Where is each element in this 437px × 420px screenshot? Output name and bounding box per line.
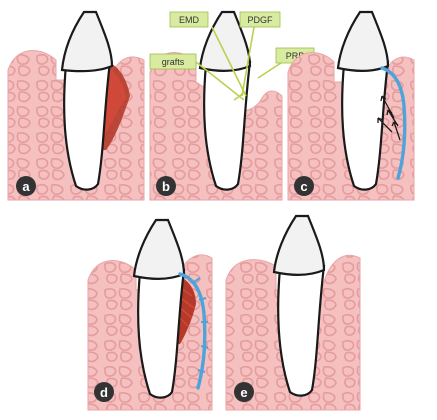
- panel-d-membrane: [178, 272, 207, 390]
- callout-emd: EMD: [169, 11, 209, 28]
- panel-c-cell-arrows: [377, 95, 401, 141]
- callout-grafts: grafts: [149, 53, 197, 70]
- callout-pdgf: PDGF: [239, 11, 281, 28]
- badge-a-label: a: [22, 179, 30, 194]
- panel-c-tooth-root: [341, 60, 390, 191]
- svg-text:PDGF: PDGF: [247, 15, 273, 25]
- panel-b-tooth-root: [203, 60, 252, 191]
- panel-d: d: [87, 218, 213, 411]
- badge-e: [234, 382, 254, 402]
- badge-c: [294, 176, 314, 196]
- panel-c: c: [287, 10, 415, 201]
- panel-e-tooth-crown: [272, 214, 326, 276]
- panel-b-tooth-crown: [198, 10, 252, 72]
- badge-a: [16, 176, 36, 196]
- badge-d-label: d: [100, 385, 108, 400]
- panel-d-membrane-sutures: [193, 277, 209, 373]
- panel-a-defect-highlight: [104, 66, 126, 136]
- badge-e-label: e: [240, 385, 247, 400]
- panel-e: e: [225, 214, 361, 411]
- panel-c-membrane: [380, 66, 407, 180]
- panel-d-tooth-crown: [132, 218, 186, 280]
- panel-d-clot-texture: [177, 285, 195, 327]
- panel-a: a: [7, 8, 145, 201]
- badge-c-label: c: [300, 179, 307, 194]
- panel-a-tooth-crown: [60, 10, 114, 73]
- svg-text:PRP: PRP: [286, 51, 305, 61]
- panel-d-tooth-root: [137, 268, 186, 399]
- panel-e-tooth-root: [277, 264, 326, 397]
- badge-b-label: b: [162, 179, 170, 194]
- svg-text:EMD: EMD: [179, 15, 200, 25]
- svg-text:grafts: grafts: [162, 57, 185, 67]
- panel-b: b: [149, 10, 283, 201]
- panel-a-tooth-root: [63, 60, 112, 191]
- badge-d: [94, 382, 114, 402]
- badge-b: [156, 176, 176, 196]
- panel-c-tooth-crown: [336, 10, 390, 72]
